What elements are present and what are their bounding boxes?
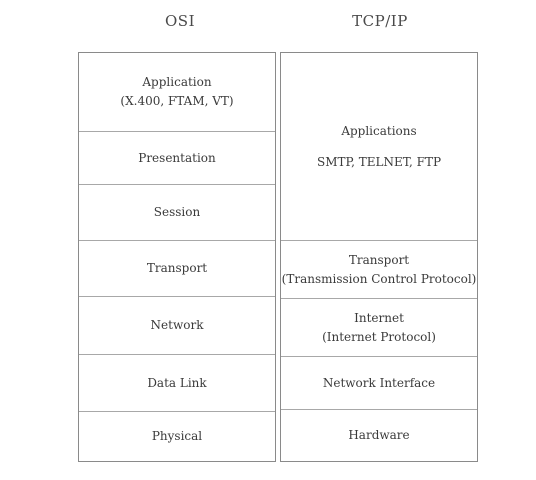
tcpip-layer-applications: Applications SMTP, TELNET, FTP	[281, 53, 477, 240]
osi-layer-network: Network	[79, 296, 275, 354]
osi-layer-physical: Physical	[79, 411, 275, 461]
tcpip-layer-network-interface: Network Interface	[281, 356, 477, 409]
tcpip-layer-transport-label: Transport	[348, 252, 410, 267]
osi-layer-data-link: Data Link	[79, 354, 275, 411]
tcpip-layer-transport: Transport (Transmission Control Protocol…	[281, 240, 477, 298]
osi-layer-application-label: Application	[142, 75, 212, 89]
tcpip-layer-applications-protocols: SMTP, TELNET, FTP	[316, 154, 442, 169]
tcpip-model-stack: Applications SMTP, TELNET, FTP Transport…	[280, 52, 478, 462]
tcpip-layer-internet-protocol: (Internet Protocol)	[322, 329, 436, 344]
osi-layer-session-label: Session	[153, 205, 201, 219]
osi-layer-data-link-label: Data Link	[147, 375, 207, 390]
osi-layer-transport-label: Transport	[146, 261, 208, 275]
osi-heading: OSI	[165, 12, 195, 30]
tcpip-layer-hardware-label: Hardware	[348, 428, 410, 442]
osi-layer-application: Application (X.400, FTAM, VT)	[79, 53, 275, 131]
tcpip-layer-internet-label: Internet	[354, 310, 404, 325]
tcpip-heading: TCP/IP	[352, 12, 408, 30]
osi-layer-application-protocols: (X.400, FTAM, VT)	[120, 94, 234, 108]
tcpip-layer-transport-protocol: (Transmission Control Protocol)	[281, 271, 477, 286]
osi-layer-network-label: Network	[150, 318, 204, 332]
tcpip-layer-internet: Internet (Internet Protocol)	[281, 298, 477, 356]
osi-layer-transport: Transport	[79, 240, 275, 296]
tcpip-layer-applications-label: Applications	[341, 123, 417, 138]
osi-layer-presentation-label: Presentation	[138, 150, 216, 165]
tcpip-layer-hardware: Hardware	[281, 409, 477, 461]
osi-model-stack: Application (X.400, FTAM, VT) Presentati…	[78, 52, 276, 462]
osi-layer-presentation: Presentation	[79, 131, 275, 184]
osi-layer-physical-label: Physical	[151, 429, 203, 443]
osi-layer-session: Session	[79, 184, 275, 240]
tcpip-layer-network-interface-label: Network Interface	[322, 375, 436, 390]
